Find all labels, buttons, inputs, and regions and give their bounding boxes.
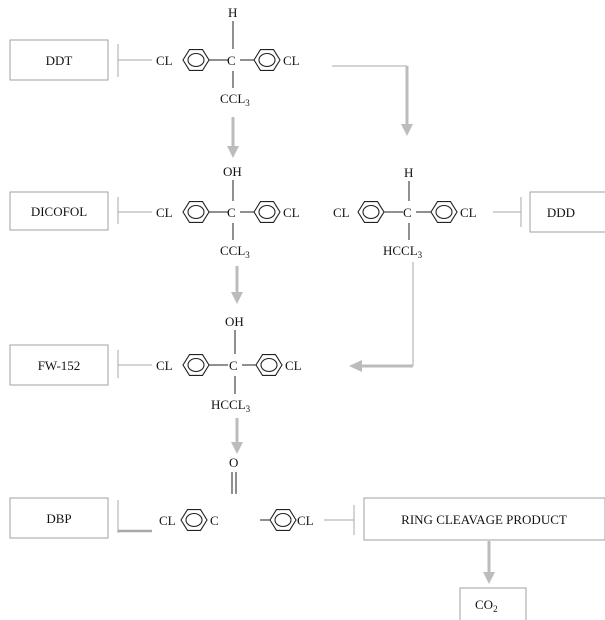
ddt-row: DDT CL C CL H CCL3 bbox=[9, 5, 300, 108]
ddd-benzene-ring-right bbox=[430, 201, 458, 223]
fw152-row: FW-152 CL C CL OH HCCL3 bbox=[9, 314, 302, 414]
ddd-bottom-group: HCCL3 bbox=[383, 243, 423, 260]
ddd-central-carbon: C bbox=[403, 205, 412, 220]
ddd-benzene-ring-left bbox=[357, 201, 385, 223]
dbp-structure: CL C O CL bbox=[159, 455, 314, 531]
ddd-cl-left: CL bbox=[333, 205, 350, 220]
ddt-benzene-ring-left bbox=[182, 49, 210, 71]
fw152-benzene-ring-left bbox=[182, 354, 210, 376]
dicofol-benzene-ring-left bbox=[182, 201, 210, 223]
dicofol-benzene-ring-right bbox=[253, 201, 281, 223]
ring-cleavage-row: RING CLEAVAGE PRODUCT bbox=[363, 497, 605, 541]
ring-cleavage-label: RING CLEAVAGE PRODUCT bbox=[401, 512, 567, 527]
dicofol-bottom-group: CCL3 bbox=[220, 243, 250, 260]
dbp-benzene-ring-right bbox=[269, 509, 297, 531]
ddd-row: CL C CL H HCCL3 DDD bbox=[333, 165, 605, 260]
dicofol-label-box: DICOFOL bbox=[9, 191, 109, 231]
fw152-cl-left: CL bbox=[156, 358, 173, 373]
co2-label: CO2 bbox=[475, 597, 498, 614]
dicofol-row: DICOFOL CL C CL OH CCL3 bbox=[9, 164, 300, 260]
ddd-cl-right: CL bbox=[460, 205, 477, 220]
ddd-top-h: H bbox=[404, 165, 413, 180]
ddt-bottom-group: CCL3 bbox=[220, 91, 250, 108]
dicofol-label: DICOFOL bbox=[31, 204, 87, 219]
co2-row: CO2 bbox=[459, 587, 527, 620]
fw152-structure: CL C CL OH HCCL3 bbox=[156, 314, 302, 414]
fw152-to-dbp-arrow bbox=[231, 418, 243, 454]
dbp-carbonyl-oxygen: O bbox=[229, 455, 238, 470]
ddd-structure: CL C CL H HCCL3 bbox=[333, 165, 477, 260]
dicofol-cl-right: CL bbox=[283, 205, 300, 220]
dicofol-structure: CL C CL OH CCL3 bbox=[156, 164, 300, 260]
ddt-central-carbon: C bbox=[227, 53, 236, 68]
fw152-central-carbon: C bbox=[229, 358, 238, 373]
dbp-row: DBP CL C O CL bbox=[9, 455, 355, 539]
dicofol-top-oh: OH bbox=[223, 164, 242, 179]
dbp-cl-right: CL bbox=[297, 513, 314, 528]
ddt-benzene-ring-right bbox=[253, 49, 281, 71]
dbp-carbonyl-carbon: C bbox=[210, 513, 219, 528]
ddt-cl-right: CL bbox=[283, 53, 300, 68]
ddt-cl-left: CL bbox=[156, 53, 173, 68]
fw152-label-box: FW-152 bbox=[9, 344, 109, 386]
fw152-cl-right: CL bbox=[285, 358, 302, 373]
dbp-cl-left: CL bbox=[159, 513, 176, 528]
ddd-label: DDD bbox=[547, 205, 575, 220]
ddt-label: DDT bbox=[46, 53, 73, 68]
ddt-structure: CL C CL H CCL3 bbox=[156, 5, 300, 108]
ddd-label-box: DDD bbox=[529, 191, 605, 233]
dicofol-to-fw152-arrow bbox=[231, 266, 243, 304]
ddt-to-ddd-arrow bbox=[332, 65, 413, 136]
fw152-bottom-group: HCCL3 bbox=[211, 397, 251, 414]
dbp-label-box: DBP bbox=[9, 497, 109, 539]
dbp-label: DBP bbox=[46, 511, 71, 526]
fw152-benzene-ring-right bbox=[255, 354, 283, 376]
ring-cleavage-to-co2-arrow bbox=[483, 541, 495, 584]
co2-box: CO2 bbox=[459, 587, 527, 620]
fw152-top-oh: OH bbox=[225, 314, 244, 329]
ring-cleavage-box: RING CLEAVAGE PRODUCT bbox=[363, 497, 605, 541]
dicofol-central-carbon: C bbox=[227, 205, 236, 220]
ddt-top-h: H bbox=[228, 5, 237, 20]
ddt-to-dicofol-arrow bbox=[227, 117, 239, 158]
ddd-to-fw152-arrow bbox=[349, 262, 414, 372]
dbp-benzene-ring-left bbox=[180, 509, 208, 531]
fw152-label: FW-152 bbox=[38, 358, 81, 373]
dicofol-cl-left: CL bbox=[156, 205, 173, 220]
ddt-label-box: DDT bbox=[9, 39, 109, 81]
